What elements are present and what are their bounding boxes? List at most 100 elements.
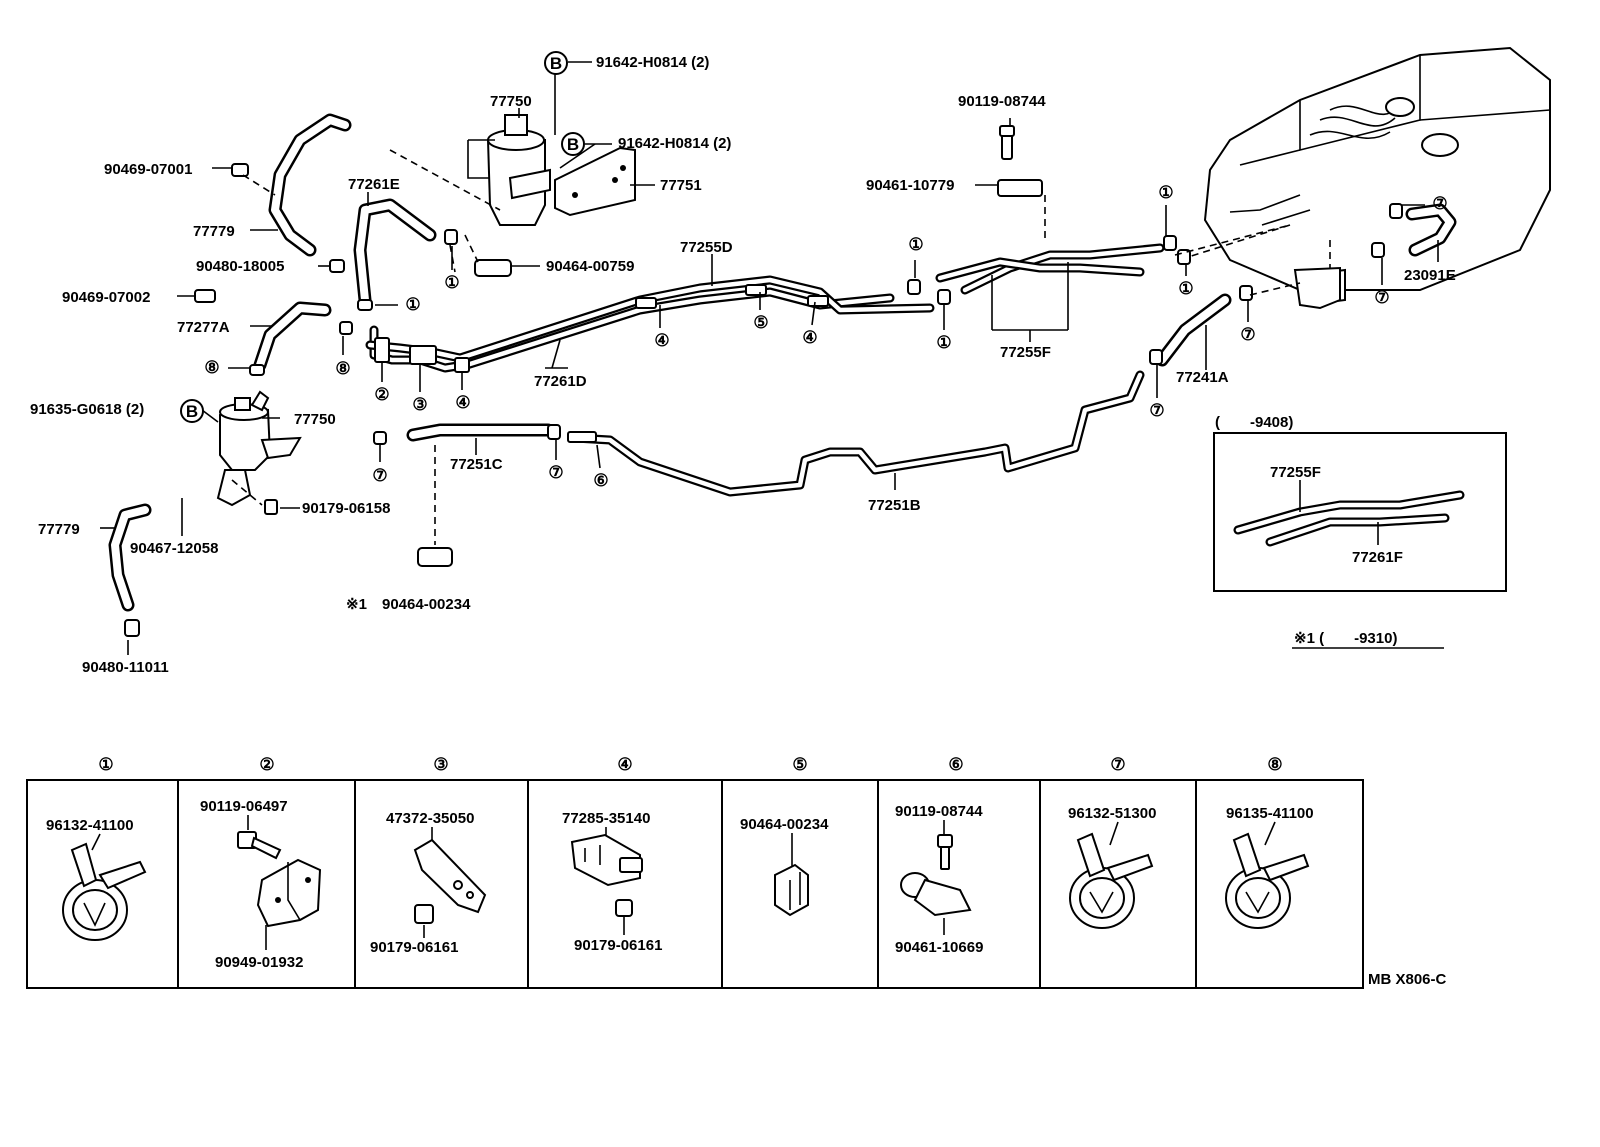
callout-90467-12058: 90467-12058 — [130, 540, 218, 557]
callout-90464-00234: 90464-00234 — [382, 596, 471, 613]
ref-1: ① — [405, 295, 420, 314]
callout-23091e: 23091E — [1404, 267, 1456, 284]
callout-77251c: 77251C — [450, 456, 503, 473]
hose-77779-upper — [268, 113, 352, 257]
callout-77251b: 77251B — [868, 497, 921, 514]
fuel-filter-23091e — [1293, 266, 1341, 310]
callout-77750-lower: 77750 — [294, 411, 336, 428]
charcoal-canister-upper — [467, 114, 551, 226]
ref-7: ⑦ — [1432, 194, 1447, 213]
pipe-clip-icon — [570, 833, 643, 887]
callout-91635-g0618: 91635-G0618 (2) — [30, 401, 144, 418]
callout-90119-08744: 90119-08744 — [958, 93, 1046, 110]
legend-part-90464-00234: 90464-00234 — [740, 816, 829, 833]
legend-part-90179-06161-a: 90179-06161 — [370, 939, 458, 956]
hose-77251c — [406, 423, 555, 442]
hose-clamp-icon-3 — [1225, 832, 1310, 929]
ref-1: ① — [908, 235, 923, 254]
nut-icon — [414, 904, 434, 924]
legend-num-1: ① — [98, 755, 113, 774]
legend-num-8: ⑧ — [1267, 755, 1282, 774]
legend-num-6: ⑥ — [948, 755, 963, 774]
callout-labels: B 91642-H0814 (2) 77750 B 91642-H0814 (2… — [30, 51, 1456, 676]
ref-1: ① — [936, 333, 951, 352]
legend-part-90119-08744: 90119-08744 — [895, 803, 983, 820]
nut-icon-2 — [615, 899, 633, 917]
callout-77241a: 77241A — [1176, 369, 1229, 386]
bolt-icon-2 — [937, 834, 953, 870]
hose-clamp-icon-2 — [1069, 832, 1154, 929]
b-mark-3 — [180, 399, 204, 423]
legend-part-96135-41100: 96135-41100 — [1226, 805, 1314, 822]
ref-1: ① — [1158, 183, 1173, 202]
b-mark-1 — [544, 51, 568, 75]
bolt-icon — [237, 831, 282, 860]
hose-77779-lower — [108, 503, 152, 612]
legend-part-96132-41100: 96132-41100 — [46, 817, 134, 834]
legend-num-5: ⑤ — [792, 755, 807, 774]
inset-title: ( -9408) — [1215, 414, 1293, 431]
hose-23091e — [1405, 203, 1457, 257]
ref-3: ③ — [412, 395, 427, 414]
clamps — [124, 125, 1403, 637]
callout-91642-h0814-a: 91642-H0814 (2) — [596, 54, 709, 71]
ref-7: ⑦ — [1240, 325, 1255, 344]
callout-91642-h0814-b: 91642-H0814 (2) — [618, 135, 731, 152]
legend-part-90119-06497: 90119-06497 — [200, 798, 288, 815]
pipe-77255f — [935, 243, 1165, 295]
legend-part-47372-35050: 47372-35050 — [386, 810, 474, 827]
ref-6: ⑥ — [593, 471, 608, 490]
legend-part-90461-10669: 90461-10669 — [895, 939, 983, 956]
canister-bracket-77751 — [554, 146, 636, 217]
ref-4: ④ — [802, 328, 817, 347]
ref-2: ② — [374, 385, 389, 404]
ref-8: ⑧ — [335, 359, 350, 378]
callout-90179-06158: 90179-06158 — [302, 500, 390, 517]
p-clamp-icon — [900, 872, 972, 917]
inset-frame — [1213, 432, 1507, 592]
callout-90469-07001: 90469-07001 — [104, 161, 192, 178]
inset-9408: ( -9408) 77255F 77261F — [1213, 414, 1507, 592]
legend-table: ① ② ③ ④ ⑤ ⑥ ⑦ ⑧ 96132-41100 90119-06497 … — [26, 755, 1364, 989]
legend-part-90949-01932: 90949-01932 — [215, 954, 303, 971]
clip-bracket-icon — [413, 838, 487, 914]
legend-frame — [26, 779, 1364, 989]
ref-4: ④ — [455, 393, 470, 412]
b-mark-3-text: B — [186, 402, 198, 421]
leader-lines — [100, 61, 1439, 655]
pipe-77251b — [570, 370, 1145, 497]
ref-4: ④ — [654, 331, 669, 350]
callout-77255f: 77255F — [1000, 344, 1051, 361]
fuel-tank — [1184, 46, 1551, 307]
footnote-9310: ※1 ( -9310) — [1294, 630, 1397, 647]
bracket-icon — [256, 858, 322, 928]
callout-77277a: 77277A — [177, 319, 230, 336]
legend-num-4: ④ — [617, 755, 632, 774]
hose-77277a — [253, 301, 332, 372]
callout-77751: 77751 — [660, 177, 702, 194]
hose-77241a — [1155, 293, 1232, 367]
legend-num-2: ② — [259, 755, 274, 774]
callout-90480-18005: 90480-18005 — [196, 258, 284, 275]
circled-numbers: ① ① ① ① ① ① ② ③ ④ ④ ④ ⑤ ⑥ ⑦ ⑦ ⑦ ⑦ ⑦ ⑦ ⑧ … — [204, 183, 1447, 490]
legend-num-3: ③ — [433, 755, 448, 774]
b-mark-2 — [561, 132, 585, 156]
diagram-code: MB X806-C — [1368, 971, 1447, 988]
asterisk-mark: ※1 — [346, 596, 367, 613]
ref-1: ① — [444, 273, 459, 292]
ref-7: ⑦ — [1149, 401, 1164, 420]
callout-77779-upper: 77779 — [193, 223, 235, 240]
callout-77261e: 77261E — [348, 176, 400, 193]
ref-7: ⑦ — [1374, 288, 1389, 307]
b-mark-1-text: B — [550, 54, 562, 73]
legend-part-77285-35140: 77285-35140 — [562, 810, 650, 827]
callout-77750-upper: 77750 — [490, 93, 532, 110]
charcoal-canister-lower — [216, 390, 302, 507]
b-mark-2-text: B — [567, 135, 579, 154]
ref-7: ⑦ — [548, 463, 563, 482]
callout-90469-07002: 90469-07002 — [62, 289, 150, 306]
ref-1: ① — [1178, 279, 1193, 298]
ref-7: ⑦ — [372, 466, 387, 485]
